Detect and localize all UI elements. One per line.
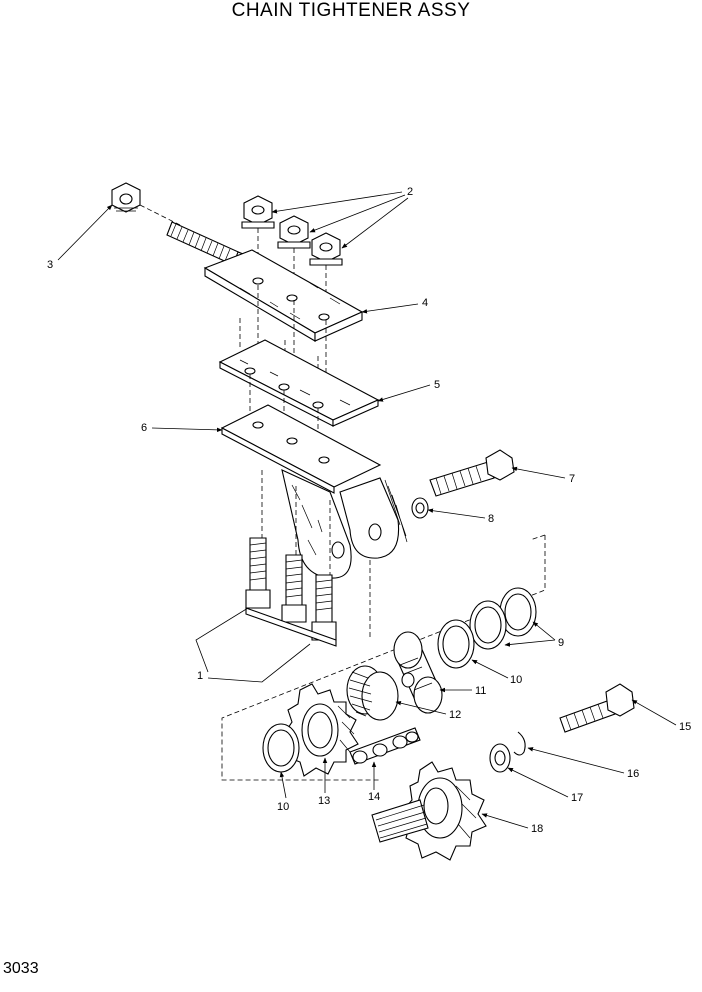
- shim-plate-part-5: [218, 339, 380, 427]
- callout-1: 1: [197, 670, 203, 682]
- bolt-part-7: [429, 449, 515, 497]
- callout-4: 4: [422, 297, 428, 309]
- callout-15: 15: [679, 721, 691, 733]
- leader-lines: [57, 191, 677, 829]
- sprocket-part-18: [371, 761, 487, 861]
- chain-part-14: [349, 727, 421, 765]
- plate-part-4: [203, 249, 364, 342]
- sprocket-part-13: [283, 683, 359, 777]
- bolt-part-15: [559, 683, 635, 733]
- flange-nut-part-2-b: [277, 215, 311, 249]
- callout-18: 18: [531, 823, 543, 835]
- flange-nut-part-3: [111, 182, 141, 213]
- bolt-assembly-part-1: [245, 537, 337, 647]
- flange-nut-part-2-a: [241, 195, 275, 229]
- bracket-part-6: [220, 404, 408, 579]
- callout-11: 11: [475, 685, 486, 697]
- ring-part-10-upper: [437, 619, 475, 669]
- callout-10-upper: 10: [510, 674, 522, 686]
- callout-13: 13: [318, 795, 330, 807]
- callout-5: 5: [434, 379, 440, 391]
- callout-14: 14: [368, 791, 380, 803]
- lock-washer-part-8: [411, 497, 429, 519]
- callout-7: 7: [569, 473, 575, 485]
- callout-16: 16: [627, 768, 639, 780]
- bearing-part-12: [346, 665, 399, 721]
- ring-part-9-b: [469, 600, 507, 650]
- callout-12: 12: [449, 709, 461, 721]
- callout-17: 17: [571, 792, 583, 804]
- callout-8: 8: [488, 513, 494, 525]
- ring-part-10-lower: [262, 723, 300, 773]
- callout-9: 9: [558, 637, 564, 649]
- callout-2: 2: [407, 186, 413, 198]
- bushing-part-11: [393, 631, 443, 714]
- washer-part-17: [489, 743, 511, 773]
- callout-3: 3: [47, 259, 53, 271]
- flange-nut-part-2-c: [309, 232, 343, 266]
- snap-ring-part-16: [513, 731, 526, 756]
- callout-10-lower: 10: [277, 801, 289, 813]
- callout-6: 6: [141, 422, 147, 434]
- page-title: CHAIN TIGHTENER ASSY: [231, 0, 471, 21]
- ring-part-9-a: [499, 587, 537, 637]
- page-number: 3033: [3, 960, 39, 977]
